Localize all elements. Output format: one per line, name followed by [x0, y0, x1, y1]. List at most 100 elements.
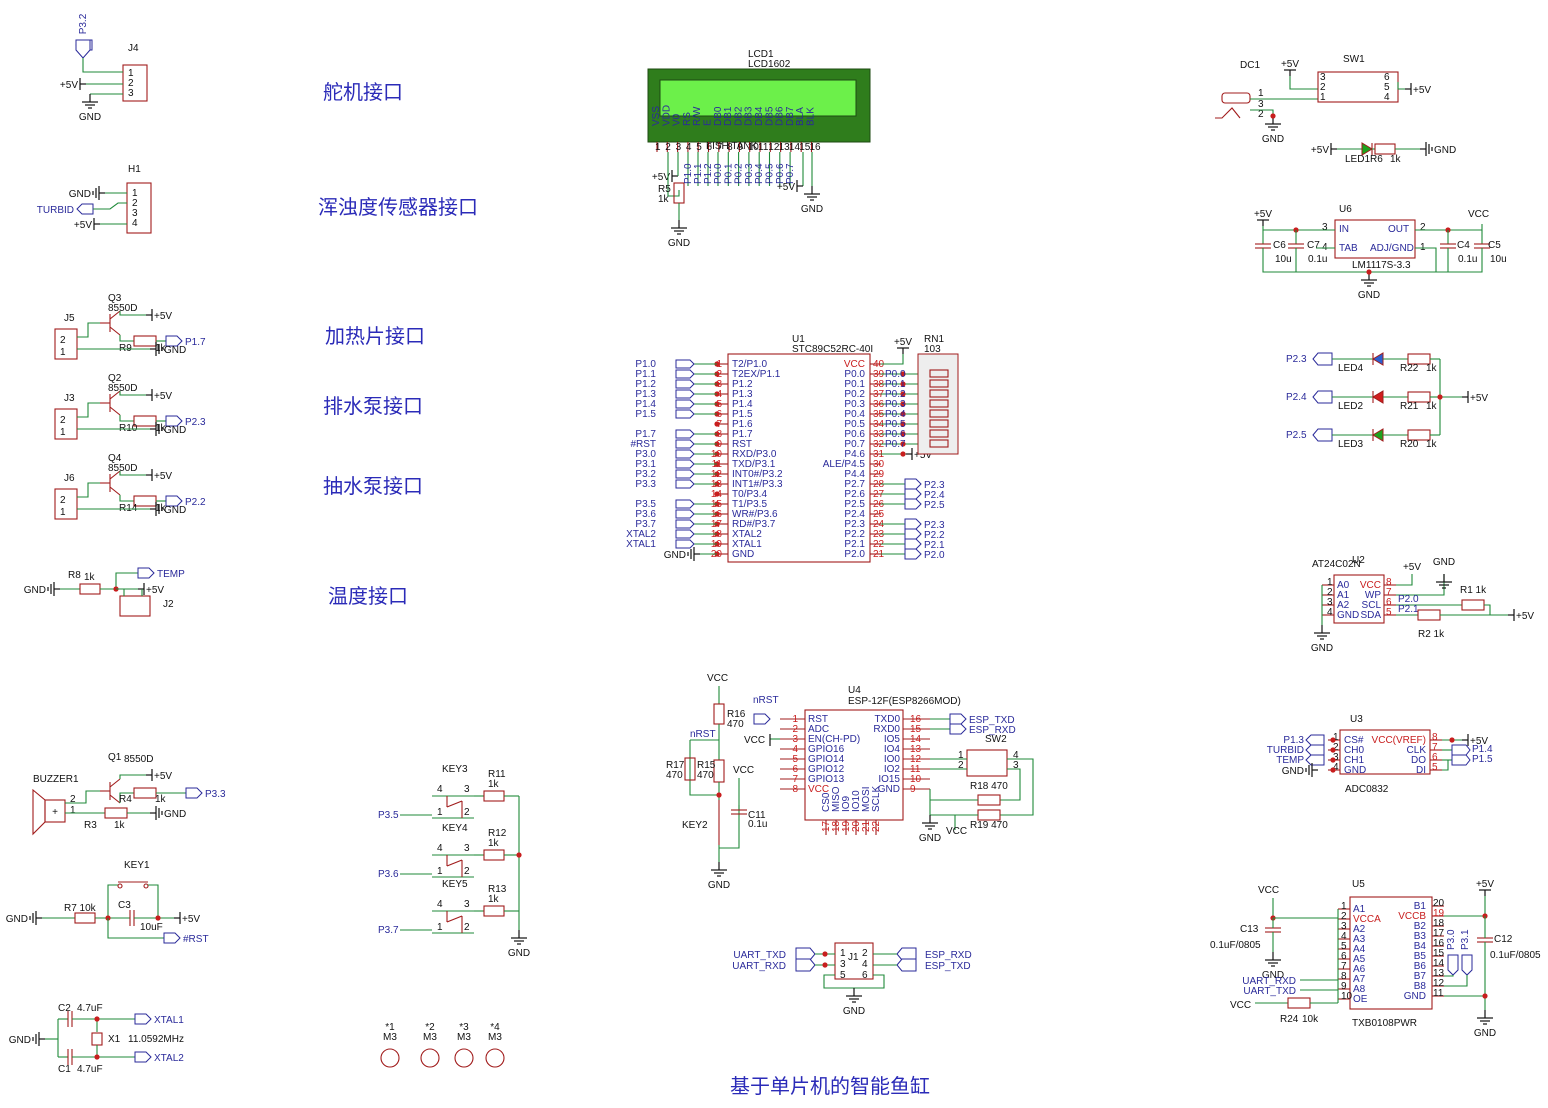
r15-ref: R15: [697, 760, 716, 771]
hole-ref: *3: [459, 1022, 469, 1033]
u4-pin-name: IO0: [884, 754, 901, 765]
u1-pin-no: 25: [873, 509, 885, 520]
net-label: P2.2: [185, 497, 206, 508]
u4-pin-no: 15: [910, 724, 922, 735]
temp-resistor: [79, 583, 101, 595]
u2-part: AT24C02N: [1312, 559, 1361, 570]
j5-wire: [77, 322, 100, 338]
gnd-label: GND: [1434, 145, 1456, 156]
pin: 6: [1384, 72, 1390, 83]
pin: 4: [437, 899, 443, 910]
u4-pin-no: 2: [792, 724, 798, 735]
u5-pin-no: 7: [1341, 961, 1347, 972]
adc-clk-net: P1.4: [1472, 744, 1493, 755]
u1-pin-name: P0.0: [844, 369, 865, 380]
u1-net: P3.5: [635, 499, 656, 510]
c2-ref: C2: [58, 1003, 71, 1014]
c12-ref: C12: [1494, 934, 1513, 945]
esp-rxd-flag: [949, 723, 967, 735]
u3-pin-name: CS#: [1344, 735, 1364, 746]
buzzer-plus: +: [52, 807, 58, 818]
u1-net-flag: [675, 399, 695, 409]
pin: 3: [464, 784, 470, 795]
u1-pin-no: 35: [873, 409, 885, 420]
page-title: 基于单片机的智能鱼缸: [730, 1074, 930, 1098]
power-label: +5V: [1413, 85, 1431, 96]
gnd-label: GND: [164, 345, 186, 356]
net-label: ESP_TXD: [969, 715, 1015, 726]
caption-servo: 舵机接口: [323, 80, 403, 104]
power-label: +5V: [1470, 736, 1488, 747]
lcd-pin-name: DB6: [775, 106, 786, 126]
junction-dot: [1482, 993, 1488, 999]
u4-pin-name: SCLK: [871, 786, 882, 812]
u1-net-flag: [675, 409, 695, 419]
u1-pin-name: P0.5: [844, 419, 865, 430]
j6-wire: [119, 495, 134, 502]
u1-pin-name: P2.4: [844, 509, 865, 520]
u4-pin-no: 8: [792, 784, 798, 795]
u2-pin-no: 1: [1327, 577, 1333, 588]
pin: 5: [1384, 82, 1390, 93]
c7-val: 0.1u: [1308, 254, 1327, 265]
u4-pin-name: ADC: [808, 724, 829, 735]
key-resistor: [483, 849, 505, 861]
u6-ref: U6: [1339, 204, 1352, 215]
u1-net: XTAL2: [626, 529, 656, 540]
p14-flag: [1451, 744, 1471, 756]
r17-val: 470: [666, 770, 683, 781]
u2-pin-name: A2: [1337, 600, 1350, 611]
key-ref: KEY5: [442, 879, 468, 890]
u2-pin-name: SDA: [1360, 610, 1381, 621]
u1-pin-name: P2.5: [844, 499, 865, 510]
pin: 2: [60, 415, 66, 426]
u4-pin-name: IO9: [841, 795, 852, 812]
gnd-label: GND: [664, 550, 686, 561]
u3-pin-no: 8: [1432, 732, 1438, 743]
u1-pin-no: 28: [873, 479, 885, 490]
j5-connector: [54, 328, 78, 360]
h1-pin: 4: [132, 218, 138, 229]
u4-pin-no: 18: [831, 820, 842, 832]
u1-net: P0.3: [885, 399, 906, 410]
u1-net-flag: [675, 539, 695, 549]
c3-ref: C3: [118, 900, 131, 911]
lvl-tx: UART_TXD: [1243, 986, 1296, 997]
u5-pin-no: 18: [1433, 918, 1445, 929]
u5-pin-name: A8: [1353, 984, 1366, 995]
j3-transistor: [109, 390, 121, 400]
u4-pin-no: 5: [792, 754, 798, 765]
j5-wire: [119, 311, 146, 316]
j6-connector: [54, 488, 78, 520]
lcd-pin-no: 7: [717, 142, 723, 153]
u4-pin-name: IO5: [884, 734, 901, 745]
dc1-jack: [1215, 107, 1241, 119]
adc-net: P1.3: [1283, 735, 1304, 746]
rn1-ref: RN1: [924, 334, 944, 345]
key-net: P3.7: [378, 925, 399, 936]
u1-pin-name: VCC: [844, 359, 865, 370]
rn1-element: [929, 379, 949, 388]
lcd-pin-name: DB7: [785, 106, 796, 126]
u1-pin-name: RST: [732, 439, 752, 450]
u1-net: P0.0: [885, 369, 906, 380]
u1-pin-name: P1.4: [732, 399, 753, 410]
u1-pin-name: P0.4: [844, 409, 865, 420]
r16-val: 470: [727, 719, 744, 730]
q1-transistor: [109, 778, 121, 788]
power-label: +5V: [777, 182, 795, 193]
u3-pin-no: 7: [1432, 742, 1438, 753]
adc-wire: [1442, 760, 1449, 771]
u5-part: TXB0108PWR: [1352, 1018, 1417, 1029]
gnd-label: GND: [1358, 290, 1380, 301]
rn1-element: [929, 439, 949, 448]
eeprom-wire: [1484, 604, 1508, 616]
sw2-switch: [966, 749, 1008, 777]
j5-q-type: 8550D: [108, 303, 137, 314]
u4-pin-name: GPIO13: [808, 774, 845, 785]
key-ref: KEY4: [442, 823, 468, 834]
r1-resistor: [1461, 599, 1485, 611]
rn1-val: 103: [924, 344, 941, 355]
lcd-part: LCD1602: [748, 59, 791, 70]
u5-pin-name: A7: [1353, 974, 1366, 985]
